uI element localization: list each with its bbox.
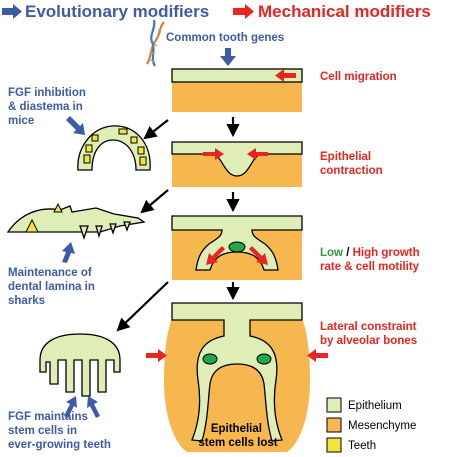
enamel-knot bbox=[228, 241, 246, 253]
genes-down-arrow bbox=[220, 48, 236, 66]
ever-growing-teeth bbox=[39, 333, 121, 397]
epithelial-contraction-label: Epithelial contraction bbox=[320, 151, 383, 177]
legend-label-teeth: Teeth bbox=[348, 440, 376, 452]
blue-arrow-icon bbox=[2, 4, 22, 19]
dna-icon bbox=[146, 19, 165, 67]
stem-cells-lost-label: Epithelial stem cells lost bbox=[198, 423, 277, 449]
shark-arrow bbox=[62, 242, 75, 263]
evo-arrow-1 bbox=[143, 119, 169, 140]
constraint-arrow-right bbox=[307, 349, 328, 362]
legend: Epithelium Mesenchyme Teeth bbox=[326, 397, 416, 453]
red-arrow-icon bbox=[233, 4, 254, 19]
legend-swatch-teeth bbox=[326, 437, 342, 453]
evo-arrow-2 bbox=[140, 189, 169, 214]
contraction-arrow-right bbox=[247, 148, 268, 160]
lateral-constraint-label: Lateral constraint by alveolar bones bbox=[320, 321, 420, 347]
stem-cell-left bbox=[202, 353, 218, 365]
growth-arrow-right bbox=[249, 246, 268, 265]
contraction-arrow-left bbox=[203, 148, 224, 160]
mechanical-title: Mechanical modifiers bbox=[258, 2, 431, 21]
evo-arrow-3 bbox=[116, 281, 169, 332]
legend-swatch-mesenchyme bbox=[326, 417, 342, 433]
migration-arrow-icon bbox=[275, 69, 296, 82]
evolutionary-header: Evolutionary modifiers bbox=[2, 2, 209, 21]
stage-1-flat bbox=[171, 68, 303, 112]
stage-3-cap bbox=[171, 215, 303, 280]
stage-4-bell bbox=[146, 302, 328, 452]
fgf-inhibition-arrow bbox=[66, 116, 85, 135]
common-tooth-genes-label: Common tooth genes bbox=[166, 32, 284, 44]
growth-arrow-left bbox=[206, 246, 225, 265]
fgf-inhibition-label: FGF inhibition & diastema in mice bbox=[8, 87, 89, 127]
mechanical-header: Mechanical modifiers bbox=[233, 2, 431, 21]
evolutionary-title: Evolutionary modifiers bbox=[25, 2, 209, 21]
legend-label-epithelium: Epithelium bbox=[348, 400, 402, 412]
shark-jaw bbox=[6, 202, 146, 241]
legend-swatch-epithelium bbox=[326, 397, 342, 413]
fgf-maintains-label: FGF maintains stem cells in ever-growing… bbox=[8, 411, 111, 451]
stem-cells-arrow-left bbox=[64, 396, 77, 418]
stage-2-contraction bbox=[171, 141, 303, 187]
maintenance-label: Maintenance of dental lamina in sharks bbox=[8, 267, 98, 307]
legend-label-mesenchyme: Mesenchyme bbox=[348, 420, 416, 432]
constraint-arrow-left bbox=[146, 349, 167, 362]
stem-cell-right bbox=[256, 353, 272, 365]
growth-rate-label: Low / High growth rate & cell motility bbox=[320, 247, 423, 273]
mouse-jaw bbox=[77, 125, 151, 171]
cell-migration-label: Cell migration bbox=[320, 71, 397, 83]
stem-cells-arrow-right bbox=[87, 396, 100, 418]
